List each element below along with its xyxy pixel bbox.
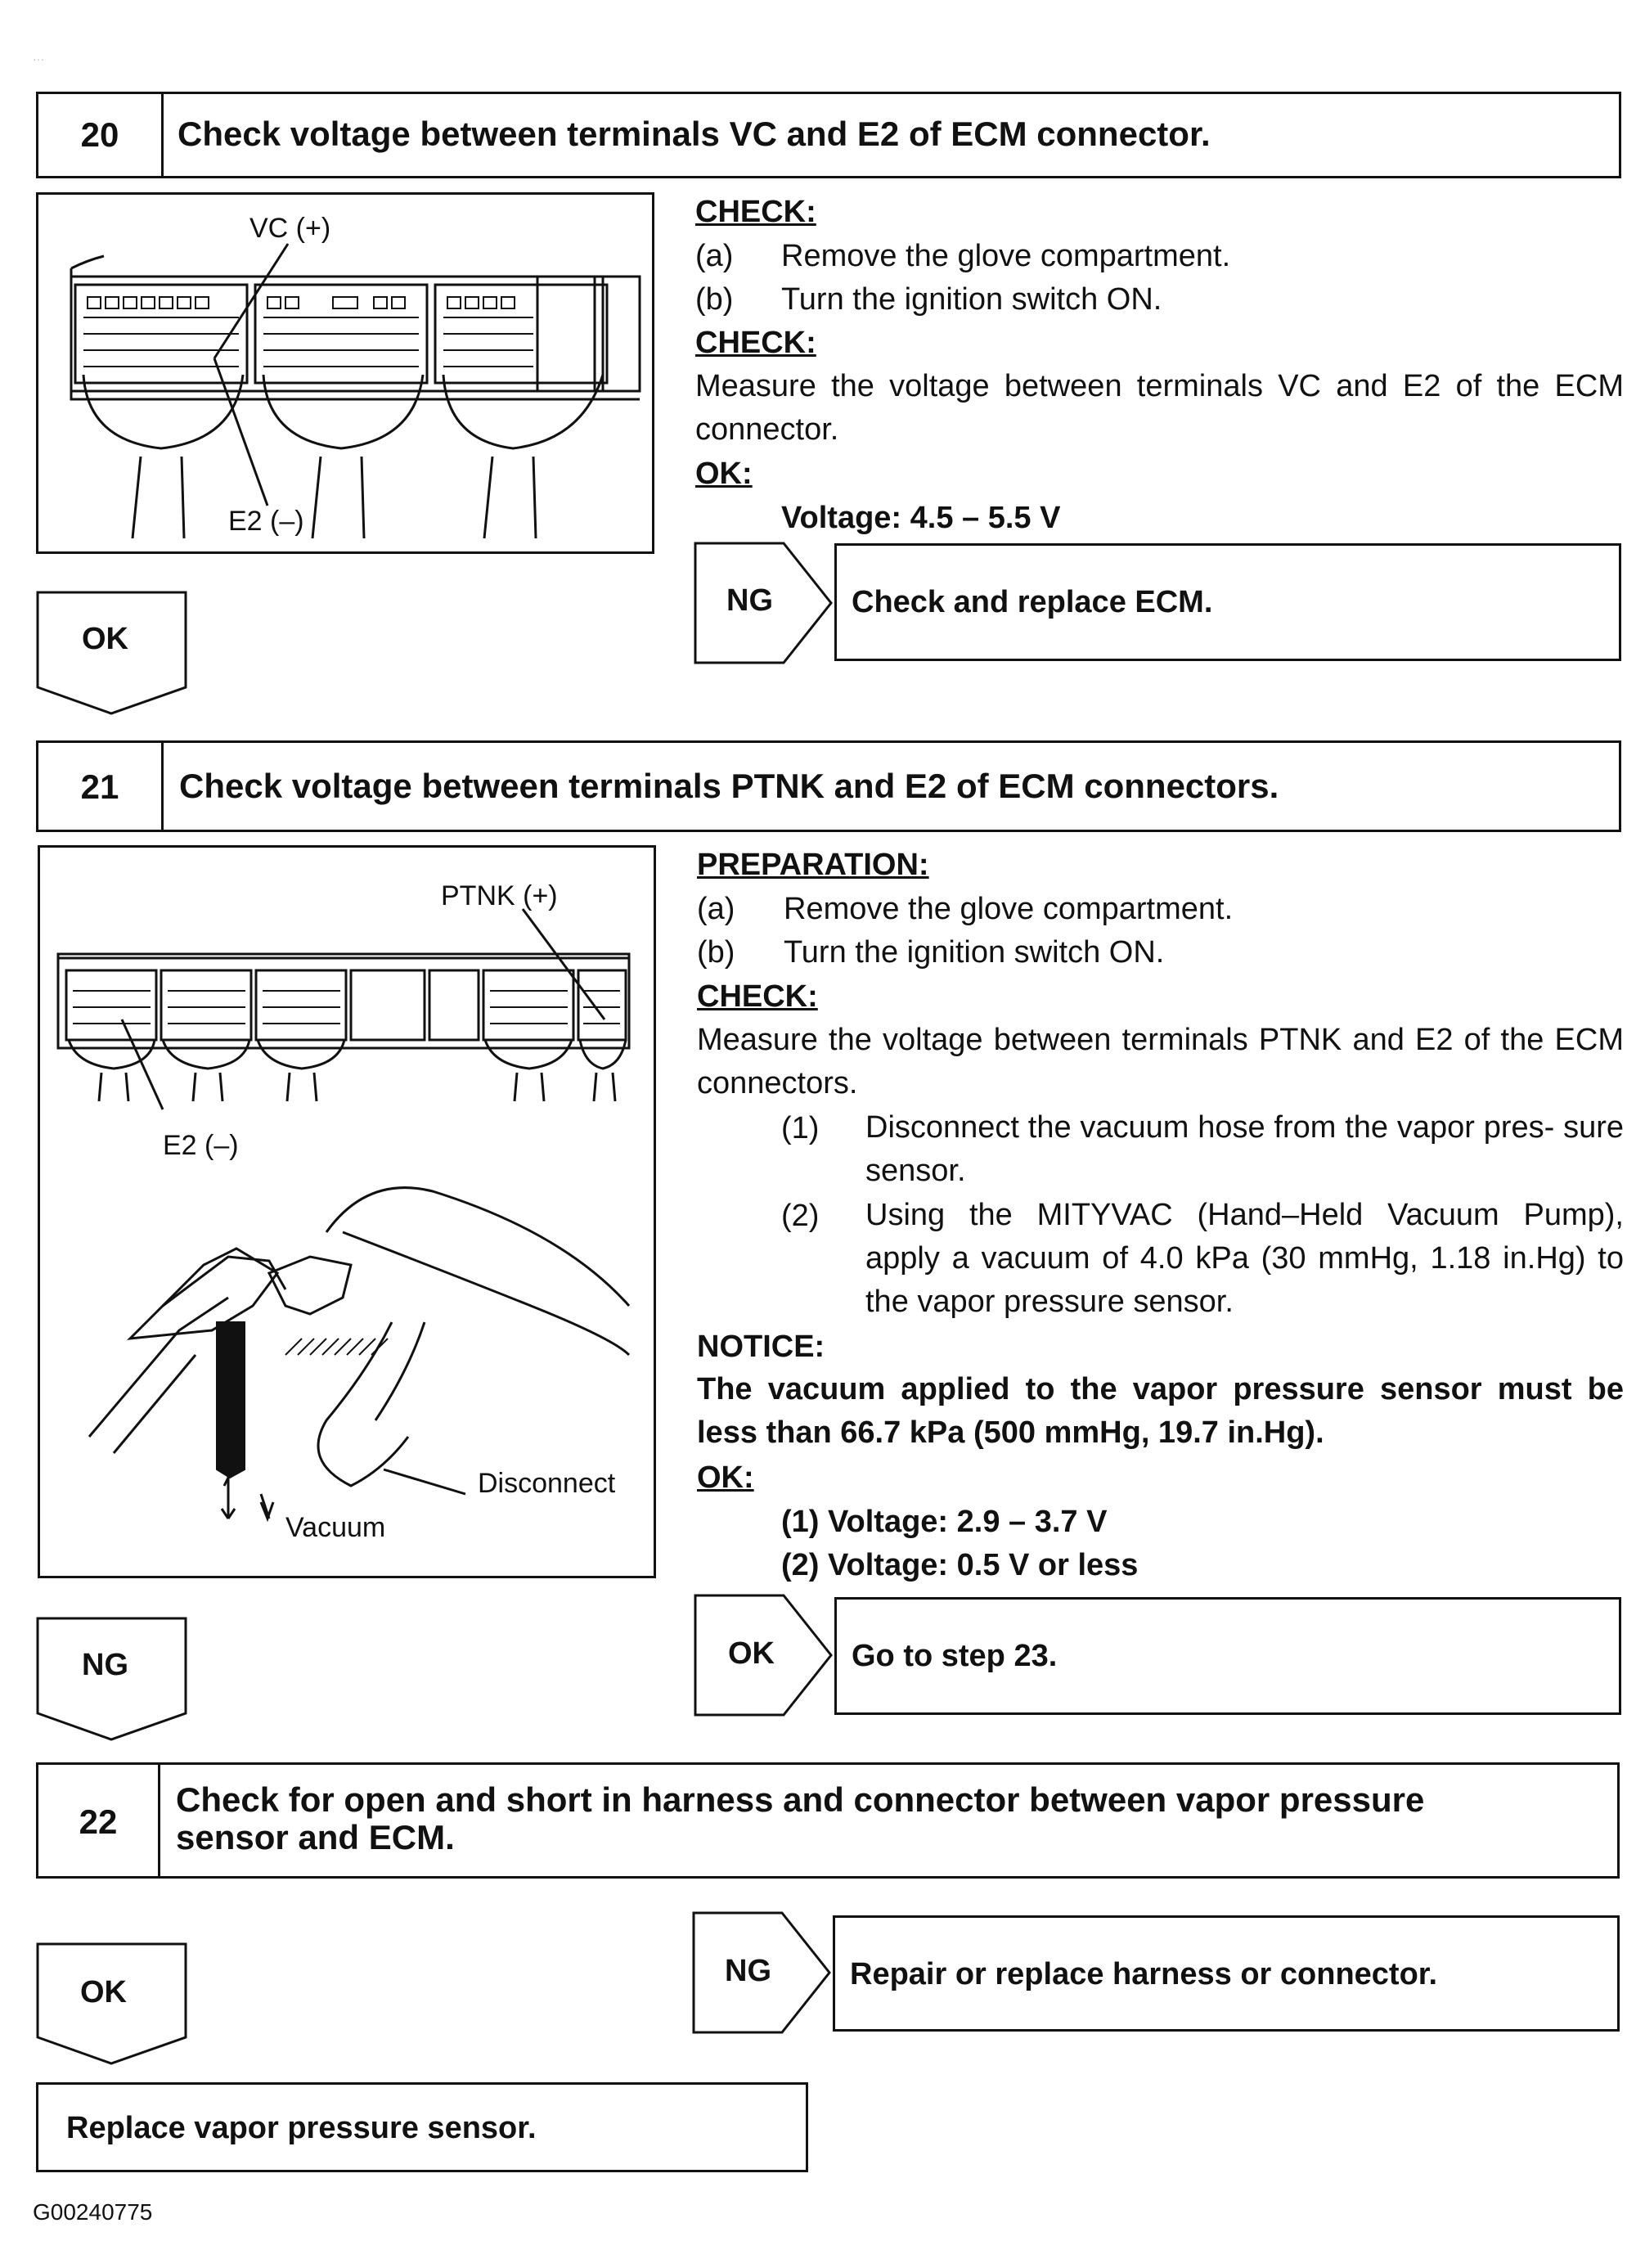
label-ptnk-terminal: PTNK (+) — [441, 880, 558, 911]
action-box: Repair or replace harness or connector. — [833, 1915, 1620, 2032]
figure-ecm-and-vapor-sensor: PTNK (+) E2 (–) Disconnect Vacuum — [38, 845, 656, 1578]
figure-code: G00240775 — [33, 2199, 153, 2225]
ecm-connector-drawing — [70, 243, 641, 539]
action-text: Check and replace ECM. — [852, 585, 1213, 619]
item-marker: (b) — [697, 935, 735, 970]
final-action-box: Replace vapor pressure sensor. — [36, 2082, 808, 2172]
divider — [158, 1765, 160, 1876]
step-number: 20 — [80, 115, 119, 154]
item-marker: (a) — [695, 239, 734, 273]
item-marker: (b) — [695, 282, 734, 317]
check-heading: CHECK: — [695, 326, 816, 360]
result-arrow-ok — [36, 591, 187, 715]
sub-item-text: Disconnect the vacuum hose from the vapo… — [865, 1110, 1624, 1188]
step-title-line-1: Check for open and short in harness and … — [176, 1780, 1425, 1819]
label-e2-terminal: E2 (–) — [228, 506, 304, 537]
item-text: Remove the glove compartment. — [781, 239, 1231, 273]
sub-item-text: Using the MITYVAC (Hand–Held Vacuum Pump… — [865, 1198, 1624, 1319]
step-title-line-2: sensor and ECM. — [176, 1818, 455, 1856]
step-title: Check voltage between terminals PTNK and… — [179, 767, 1279, 805]
ok-voltage-spec-2: (2) Voltage: 0.5 V or less — [781, 1548, 1139, 1582]
sub-item-marker: (1) — [781, 1111, 820, 1145]
branch-label: OK — [728, 1636, 775, 1671]
branch-label: NG — [726, 583, 773, 618]
label-vc-terminal: VC (+) — [249, 213, 331, 244]
divider — [161, 743, 164, 830]
result-arrow-ng — [36, 1617, 187, 1741]
item-text: Turn the ignition switch ON. — [784, 935, 1165, 970]
result-label: NG — [82, 1648, 128, 1682]
label-vacuum: Vacuum — [285, 1512, 386, 1543]
branch-arrow-ng — [692, 1911, 831, 2034]
result-arrow-ok — [36, 1942, 187, 2065]
notice-text: The vacuum applied to the vapor pressure… — [697, 1372, 1624, 1450]
measure-instruction: Measure the voltage between terminals PT… — [697, 1023, 1624, 1100]
branch-arrow-ng — [694, 542, 833, 664]
step-number: 22 — [79, 1802, 118, 1841]
step-22-header: 22 Check for open and short in harness a… — [36, 1762, 1620, 1879]
item-text: Remove the glove compartment. — [784, 892, 1234, 926]
ok-voltage-spec: Voltage: 4.5 – 5.5 V — [781, 501, 1061, 535]
step-21-header: 21 Check voltage between terminals PTNK … — [36, 740, 1621, 832]
divider — [161, 94, 164, 176]
figure-ecm-connector-vc-e2: VC (+) E2 (–) — [36, 192, 654, 554]
ok-heading: OK: — [695, 457, 753, 491]
final-action-text: Replace vapor pressure sensor. — [66, 2111, 537, 2145]
notice-heading: NOTICE: — [697, 1330, 825, 1364]
ok-heading: OK: — [697, 1460, 754, 1495]
label-disconnect: Disconnect — [478, 1468, 616, 1499]
branch-label: NG — [725, 1954, 771, 1988]
step-number: 21 — [80, 767, 119, 806]
step-20-header: 20 Check voltage between terminals VC an… — [36, 92, 1621, 178]
action-box: Check and replace ECM. — [834, 543, 1621, 661]
ecm-and-vapor-sensor-drawing — [56, 908, 631, 1523]
corner-mark: ··· — [33, 52, 44, 65]
item-marker: (a) — [697, 892, 735, 926]
branch-arrow-ok — [694, 1594, 833, 1717]
check-heading: CHECK: — [697, 979, 818, 1014]
item-text: Turn the ignition switch ON. — [781, 282, 1162, 317]
action-text: Go to step 23. — [852, 1639, 1058, 1673]
preparation-heading: PREPARATION: — [697, 848, 929, 882]
step-title: Check voltage between terminals VC and E… — [178, 115, 1211, 153]
result-label: OK — [82, 622, 128, 656]
label-e2-terminal: E2 (–) — [163, 1130, 239, 1161]
action-box: Go to step 23. — [834, 1597, 1621, 1715]
action-text: Repair or replace harness or connector. — [850, 1957, 1438, 1991]
sub-item-marker: (2) — [781, 1199, 820, 1233]
measure-instruction: Measure the voltage between terminals VC… — [695, 369, 1624, 447]
check-heading: CHECK: — [695, 195, 816, 229]
ok-voltage-spec-1: (1) Voltage: 2.9 – 3.7 V — [781, 1505, 1108, 1539]
result-label: OK — [80, 1975, 127, 2009]
